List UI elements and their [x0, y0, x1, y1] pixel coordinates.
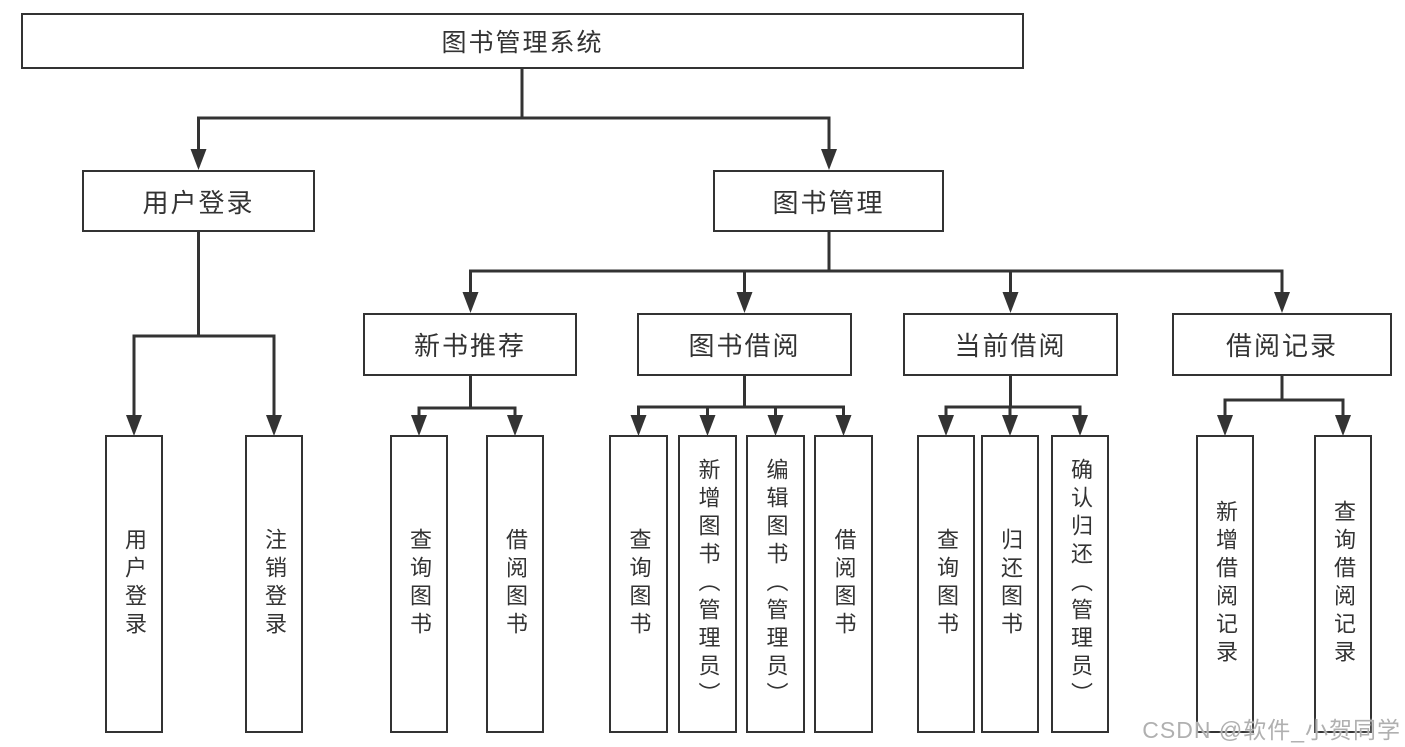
node-leaf-borrow-books-recommend-label: 借阅图书: [503, 528, 528, 640]
node-leaf-user-login-label: 用户登录: [122, 528, 147, 640]
node-leaf-confirm-return-admin: 确认归还（管理员）: [1051, 435, 1109, 733]
node-leaf-query-borrow-record: 查询借阅记录: [1314, 435, 1372, 733]
arrow-down-icon: [266, 415, 282, 436]
node-leaf-confirm-return-admin-label: 确认归还（管理员）: [1068, 458, 1093, 710]
node-leaf-borrow-books-borrowing-label: 借阅图书: [831, 528, 857, 640]
node-leaf-query-books-recommend-label: 查询图书: [407, 528, 432, 640]
arrow-down-icon: [821, 149, 837, 170]
arrow-down-icon: [699, 415, 716, 436]
arrow-down-icon: [1002, 292, 1019, 313]
arrow-down-icon: [190, 149, 207, 170]
arrow-down-icon: [938, 415, 954, 436]
node-leaf-query-books-current-label: 查询图书: [934, 528, 959, 640]
node-leaf-add-borrow-record-label: 新增借阅记录: [1213, 500, 1238, 668]
node-leaf-user-login: 用户登录: [105, 435, 163, 733]
connector-new-book-recommendation: [411, 374, 523, 436]
node-leaf-edit-book-admin: 编辑图书（管理员）: [746, 435, 805, 733]
node-leaf-query-books-current: 查询图书: [917, 435, 975, 733]
arrow-down-icon: [411, 415, 427, 436]
node-leaf-borrow-books-recommend: 借阅图书: [486, 435, 544, 733]
node-new-book-recommendation: 新书推荐: [363, 313, 577, 376]
arrow-down-icon: [1274, 292, 1290, 313]
arrow-down-icon: [1072, 415, 1088, 436]
arrow-down-icon: [1335, 415, 1351, 436]
connector-borrowing-records: [1217, 374, 1351, 436]
connector-user-login-branch: [126, 230, 282, 436]
arrow-down-icon: [736, 292, 753, 313]
arrow-down-icon: [126, 415, 142, 436]
node-book-borrowing: 图书借阅: [637, 313, 852, 376]
arrow-down-icon: [767, 415, 784, 436]
node-leaf-edit-book-admin-label: 编辑图书（管理员）: [763, 458, 789, 710]
arrow-down-icon: [630, 415, 647, 436]
node-leaf-return-books-label: 归还图书: [998, 528, 1023, 640]
node-leaf-add-borrow-record: 新增借阅记录: [1196, 435, 1254, 733]
arrow-down-icon: [1217, 415, 1233, 436]
node-leaf-query-books-recommend: 查询图书: [390, 435, 448, 733]
connector-book-borrowing: [630, 374, 852, 436]
node-leaf-query-borrow-record-label: 查询借阅记录: [1331, 500, 1356, 668]
connector-book-management-branch: [462, 230, 1290, 313]
node-leaf-add-book-admin-label: 新增图书（管理员）: [695, 458, 721, 710]
node-leaf-add-book-admin: 新增图书（管理员）: [678, 435, 737, 733]
node-leaf-return-books: 归还图书: [981, 435, 1039, 733]
arrow-down-icon: [1002, 415, 1018, 436]
node-book-management-branch: 图书管理: [713, 170, 944, 232]
node-leaf-borrow-books-borrowing: 借阅图书: [814, 435, 873, 733]
node-leaf-query-books-borrowing: 查询图书: [609, 435, 668, 733]
node-current-borrowing: 当前借阅: [903, 313, 1118, 376]
arrow-down-icon: [507, 415, 523, 436]
csdn-watermark: CSDN @软件_小贺同学: [1142, 717, 1401, 743]
node-leaf-logout: 注销登录: [245, 435, 303, 733]
node-leaf-logout-label: 注销登录: [262, 528, 287, 640]
node-borrowing-records: 借阅记录: [1172, 313, 1392, 376]
node-user-login-branch: 用户登录: [82, 170, 315, 232]
connector-root-to-level2: [190, 66, 837, 170]
arrow-down-icon: [835, 415, 852, 436]
arrow-down-icon: [462, 292, 479, 313]
node-leaf-query-books-borrowing-label: 查询图书: [626, 528, 652, 640]
connector-current-borrowing: [938, 374, 1088, 436]
node-root: 图书管理系统: [21, 13, 1024, 69]
